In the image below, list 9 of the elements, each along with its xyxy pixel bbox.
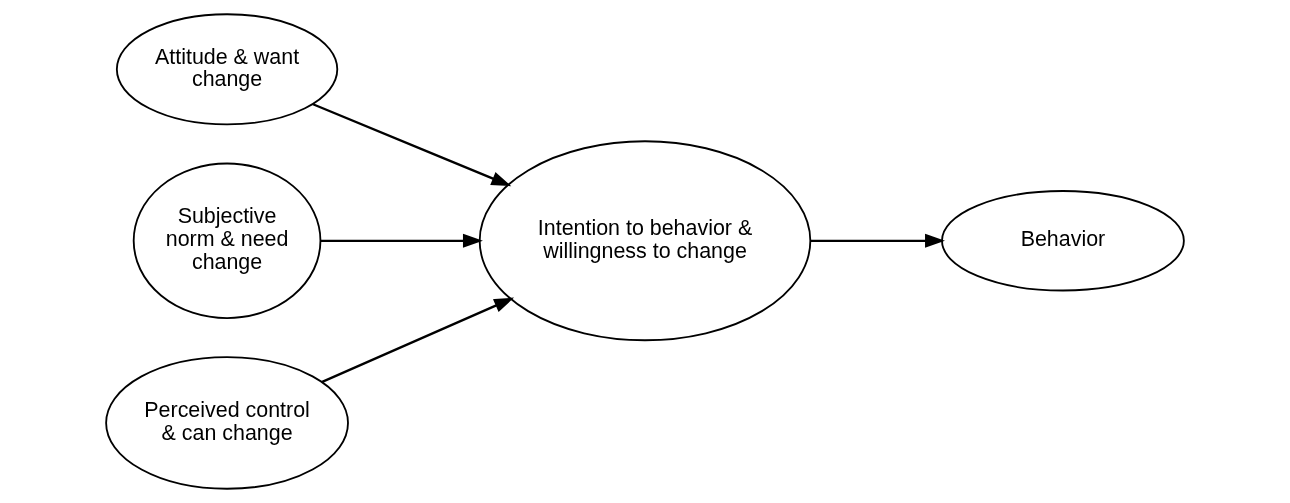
arrow — [810, 233, 945, 248]
arrow — [321, 297, 515, 383]
node-ellipse: Perceived control & can change — [105, 356, 349, 490]
arrow — [320, 233, 483, 248]
arrow — [312, 103, 512, 187]
node-ellipse: Intention to behavior & willingness to change — [478, 140, 812, 342]
node-ellipse: Attitude & want change — [115, 13, 339, 126]
node-ellipse: Subjective norm & need change — [132, 162, 322, 319]
node-ellipse: Behavior — [941, 190, 1185, 292]
